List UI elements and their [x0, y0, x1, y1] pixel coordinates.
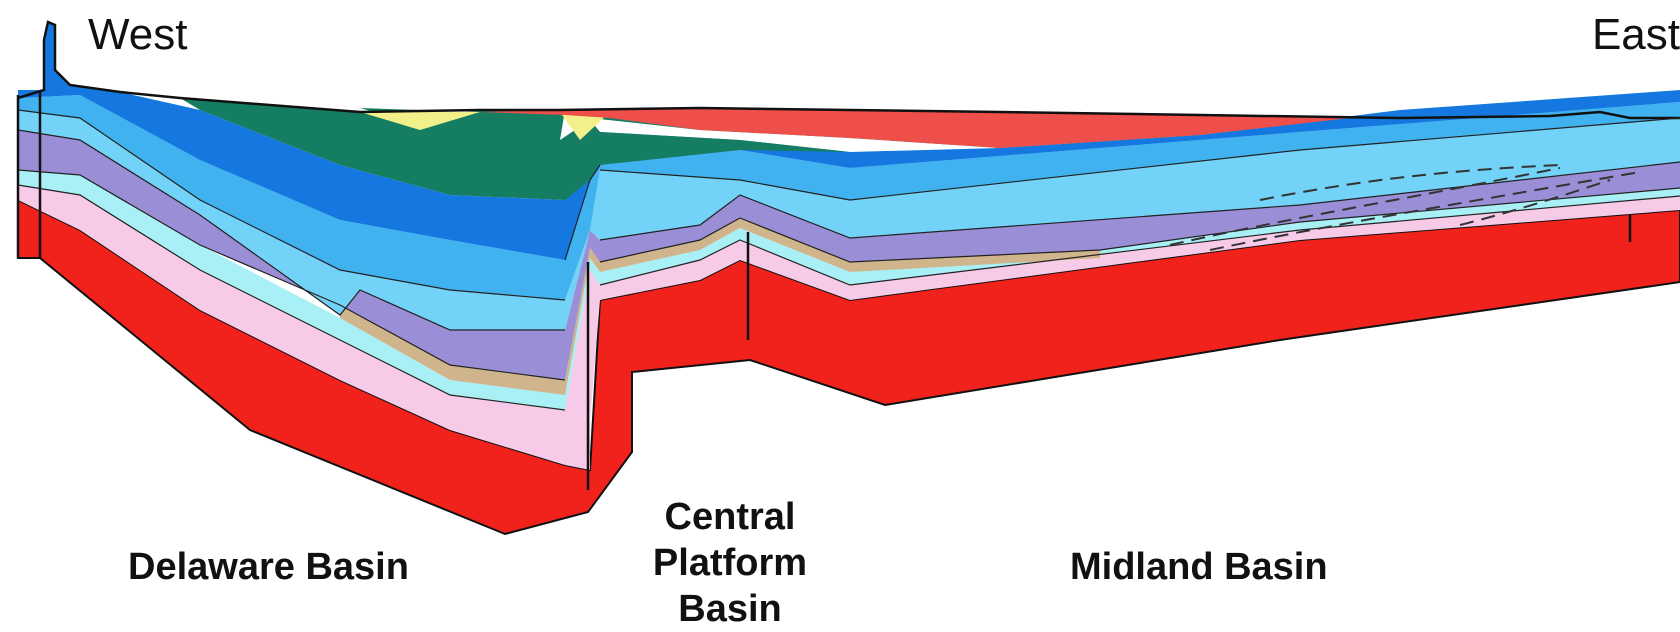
yellow-lens-right: [560, 112, 610, 140]
yellow-lens-left: [360, 112, 480, 130]
sky-blue-layer: [18, 110, 1680, 330]
light-cyan-layer: [18, 170, 1680, 410]
layer-boundaries: [17, 109, 1680, 411]
central-platform-basin-label: Central Platform Basin: [630, 494, 830, 632]
deep-blue-layer: [18, 22, 1680, 260]
central-platform-line-2: Platform: [652, 542, 808, 584]
clinoform-dashed-lines: [1169, 164, 1641, 251]
purple-layer: [18, 130, 1680, 380]
central-platform-line-1: Central: [664, 496, 796, 538]
fault-lines: [16, 92, 1632, 490]
west-direction-label: West: [88, 10, 188, 59]
tan-layer: [340, 218, 1100, 395]
delaware-basin-label: Delaware Basin: [128, 546, 409, 588]
mid-blue-layer: [18, 95, 1680, 300]
east-direction-label: East: [1591, 10, 1680, 59]
salmon-red-layer: [480, 108, 1350, 148]
pink-layer: [18, 185, 1680, 470]
midland-basin-label: Midland Basin: [1070, 546, 1328, 588]
topographic-surface-line: [17, 20, 1680, 120]
central-platform-line-3: Basin: [678, 588, 782, 630]
